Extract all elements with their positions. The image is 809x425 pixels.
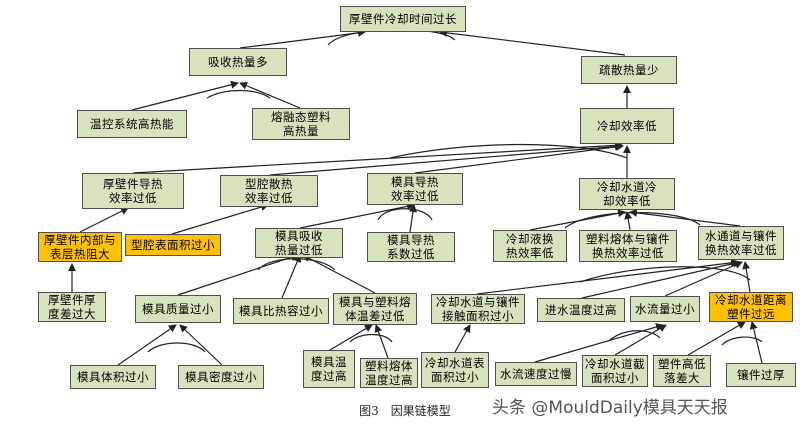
node-channel-contact-small: 冷却水道与镶件 接触面积过小 xyxy=(431,294,525,324)
node-coolant-exchange-low: 冷却液换 热效率低 xyxy=(493,230,567,262)
edge-wall-to-cooling xyxy=(132,141,623,174)
node-insert-too-thick: 镶件过厚 xyxy=(726,363,796,387)
node-mold-conduction-low: 模具导热 效率过低 xyxy=(367,173,463,205)
edge-melt-heat-to-absorb xyxy=(239,82,301,109)
node-wall-thermal-resistance: 厚壁件内部与 表层热阻大 xyxy=(38,232,122,262)
edge-cavity-to-cooling xyxy=(269,142,623,176)
edge-density-to-mass xyxy=(179,324,223,366)
and-arc-water xyxy=(564,212,701,229)
edge-melttemp-to-delta xyxy=(374,324,389,359)
node-heat-dissipated-low: 疏散热量少 xyxy=(581,56,677,84)
node-heat-absorbed-high: 吸收热量多 xyxy=(189,48,287,76)
node-mold-conductivity-low: 模具导热 系数过低 xyxy=(367,232,455,262)
node-cavity-area-small: 型腔表面积过小 xyxy=(125,234,221,256)
figure-caption: 图3 因果链模型 xyxy=(359,404,451,418)
node-part-height-difference: 塑件高低 落差大 xyxy=(653,355,711,387)
node-channel-surface-small: 冷却水道表 面积过小 xyxy=(421,352,489,388)
edge-height-to-distance xyxy=(687,321,746,356)
and-arc-mass xyxy=(147,342,206,353)
node-inlet-temp-high: 进水温度过高 xyxy=(537,298,625,322)
edge-distance-to-channel xyxy=(742,261,751,293)
node-flow-rate-small: 水流量过小 xyxy=(630,296,700,322)
node-mold-volume-small: 模具体积过小 xyxy=(70,365,156,389)
and-arc-mold xyxy=(377,208,433,221)
edge-flow-to-channel xyxy=(664,261,743,297)
edge-absorb-to-top xyxy=(239,28,366,49)
node-melt-insert-exchange-low: 塑料熔体与镶件 换热效率过低 xyxy=(579,230,677,262)
node-mold-heat-absorb-low: 模具吸收 热量过低 xyxy=(255,228,343,258)
node-cooling-time-too-long: 厚壁件冷却时间过长 xyxy=(340,6,466,32)
node-water-speed-slow: 水流速度过慢 xyxy=(495,362,577,386)
edge-mass-to-absorb xyxy=(177,253,299,296)
node-channel-distance-far: 冷却水道距离 塑件过远 xyxy=(709,292,793,322)
node-wall-thickness-variation: 厚壁件厚 度差过大 xyxy=(38,292,106,322)
and-arc-absorb xyxy=(206,89,271,99)
edge-cavity-area-to-cavity xyxy=(171,203,269,235)
node-mold-temp-high: 模具温 度过高 xyxy=(303,350,355,388)
edge-moldtemp-to-delta xyxy=(329,324,373,351)
and-arc-distance xyxy=(721,336,763,346)
edge-channel-area-to-contact xyxy=(454,324,471,353)
edge-volume-to-mass xyxy=(117,324,177,366)
edge-dissipate-to-top xyxy=(439,28,626,56)
node-wall-conduction-low: 厚壁件导热 效率过低 xyxy=(82,173,184,209)
and-arc-mold-absorb xyxy=(257,258,336,271)
edge-insert-thick-to-distance xyxy=(749,321,763,364)
node-mold-melt-delta-low: 模具与塑料熔 体温差过低 xyxy=(333,293,417,325)
edge-mold-absorb-to-mold xyxy=(299,202,415,229)
node-mold-mass-small: 模具质量过小 xyxy=(135,295,221,323)
node-melt-temp-high: 塑料熔体 温度过高 xyxy=(360,358,418,388)
and-arc-flow xyxy=(609,330,661,341)
node-mold-density-small: 模具密度过小 xyxy=(178,365,264,389)
edge-mold-to-cooling xyxy=(414,142,624,174)
node-mold-specific-heat-small: 模具比热容过小 xyxy=(233,298,329,324)
edge-resistance-to-wall xyxy=(79,207,129,233)
edge-thermal-system-to-absorb xyxy=(131,80,239,111)
and-arc-cooling xyxy=(389,143,628,159)
edge-cp-to-absorb xyxy=(281,254,301,299)
node-channel-insert-exchange-low: 水通道与镶件 换热效率过低 xyxy=(698,226,784,260)
node-cavity-dissipation-low: 型腔散热 效率过低 xyxy=(220,175,318,207)
and-arc-channel xyxy=(579,266,751,283)
node-channel-section-small: 冷却水道截 面积过小 xyxy=(582,355,648,387)
node-channel-cooling-low: 冷却水道冷 却效率低 xyxy=(579,178,675,210)
watermark-text: 头条 @MouldDaily模具天天报 xyxy=(492,398,728,418)
and-arc-delta xyxy=(349,333,393,343)
node-cooling-efficiency-low: 冷却效率低 xyxy=(580,108,674,144)
edge-channel-insert-to-water xyxy=(629,208,741,227)
edge-melt-insert-to-water xyxy=(624,211,633,231)
node-melt-high-heat: 熔融态塑料 高热量 xyxy=(252,108,350,140)
edge-section-to-flow xyxy=(614,324,667,356)
node-thermal-control-high: 温控系统高热能 xyxy=(77,110,187,138)
